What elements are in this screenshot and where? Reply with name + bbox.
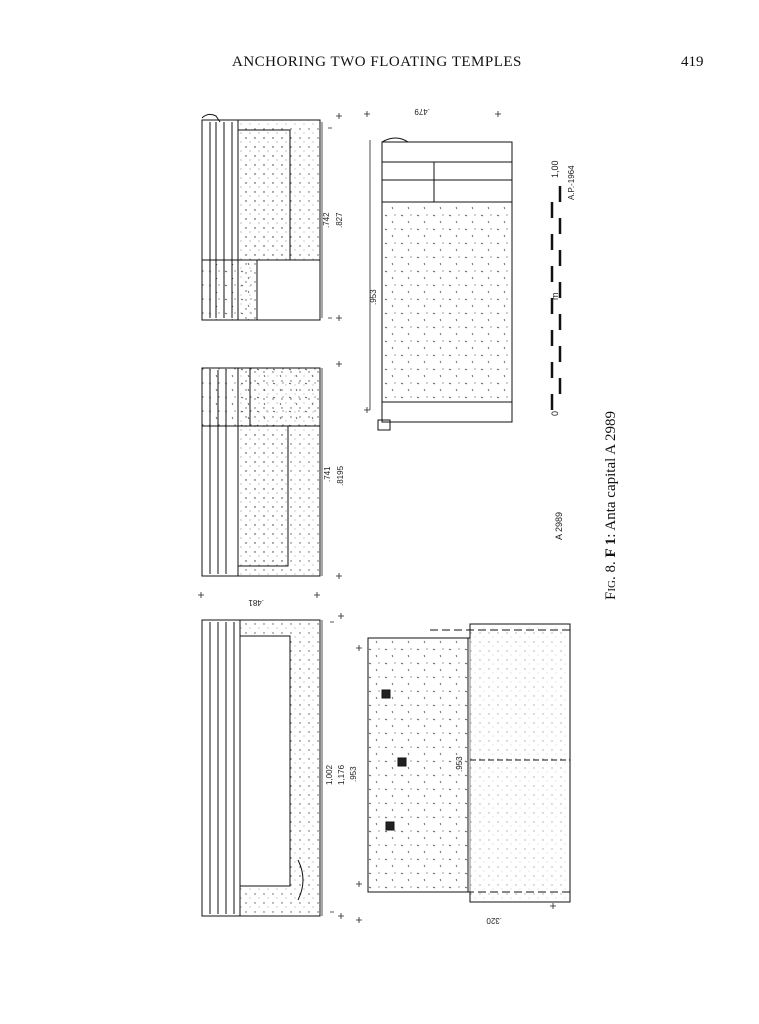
dim-741: .741 [323,466,332,482]
running-title: ANCHORING TWO FLOATING TEMPLES [232,54,522,70]
top-left-elevation [201,113,321,321]
bottom-elevation [201,619,321,917]
caption-fig-prefix: Fig. [603,576,619,600]
dim-953-plan: .953 [369,289,378,305]
caption-bold-label: F 1 [603,537,619,558]
dim-8195: .8195 [336,465,345,486]
dim-479: .479 [414,107,430,116]
scale-bar [550,186,562,410]
specimen-label: A 2989 [554,512,564,540]
middle-elevation [201,367,321,577]
scale-credit: A.P.-1964 [567,165,576,200]
figure-caption-wrap: Fig. 8. F 1: Anta capital A 2989 [575,390,619,600]
scale-unit: m [550,293,560,301]
dim-1002: 1,002 [325,764,334,785]
caption-text: : Anta capital A 2989 [603,411,619,538]
middle-dim-marks [321,361,342,579]
bottom-plan [367,623,571,903]
figure-caption: Fig. 8. F 1: Anta capital A 2989 [603,411,620,600]
dim-953-bottom: .953 [349,766,358,782]
scale-end: 1,00 [550,160,560,178]
page-header: ANCHORING TWO FLOATING TEMPLES 419 [0,54,759,78]
dim-481: .481 [248,598,264,607]
anta-capital-drawing: .742 .827 .479 .953 [190,100,610,940]
scale-zero: 0 [550,411,560,416]
dim-742: .742 [322,212,331,228]
bottom-dim-marks [321,613,344,919]
top-left-dim-marks [321,113,342,321]
dim-953-plan-bottom: .953 [455,756,464,772]
dim-1176: 1,176 [337,764,346,785]
top-right-dim-marks [364,111,501,413]
top-right-plan [377,137,513,431]
technical-drawing: .742 .827 .479 .953 [198,107,576,925]
dim-827: .827 [335,212,344,228]
page-number: 419 [681,54,704,70]
caption-fig-number: 8. [603,561,619,573]
dim-320: .320 [486,916,502,925]
